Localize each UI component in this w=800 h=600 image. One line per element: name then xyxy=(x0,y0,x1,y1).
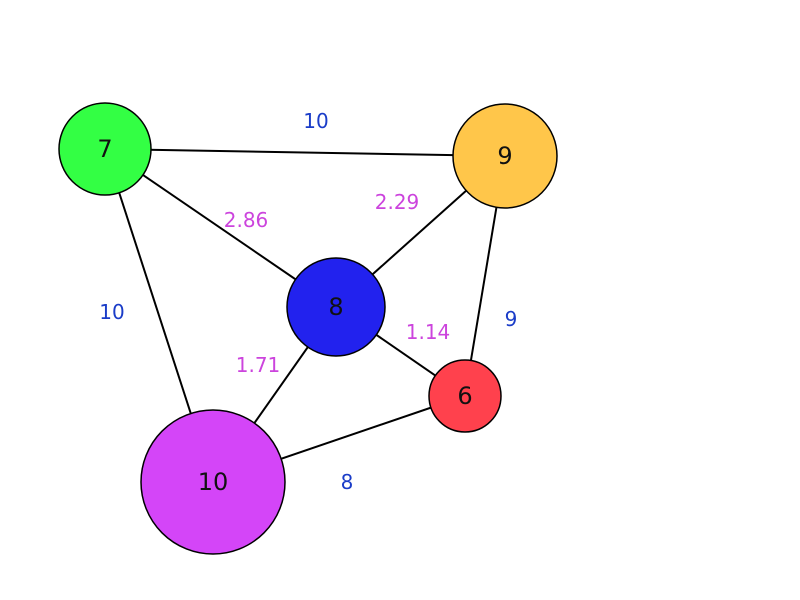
edge-n7-n9 xyxy=(104,148,506,157)
edge-weight-label: 9 xyxy=(505,307,518,331)
node-circle xyxy=(58,102,152,196)
node-label: 7 xyxy=(97,135,112,163)
edge-weight-label: 10 xyxy=(99,300,124,324)
edge-weight-label: 2.86 xyxy=(224,208,269,232)
node-10: 10 xyxy=(140,409,286,555)
node-label: 9 xyxy=(497,142,512,170)
edge-weight-label: 8 xyxy=(341,470,354,494)
node-8: 8 xyxy=(286,257,386,357)
node-7: 7 xyxy=(58,102,152,196)
node-9: 9 xyxy=(452,103,558,209)
node-label: 6 xyxy=(457,382,472,410)
edge-weight-label: 1.71 xyxy=(236,353,281,377)
node-circle xyxy=(428,359,502,433)
edge-labels-layer: 10 10 2.86 2.29 9 1.14 1.71 8 xyxy=(99,109,517,494)
node-label: 8 xyxy=(328,293,343,321)
edge-weight-label: 10 xyxy=(303,109,328,133)
node-circle xyxy=(452,103,558,209)
node-label: 10 xyxy=(198,468,229,496)
nodes-layer: 7 9 8 6 10 xyxy=(58,102,558,555)
edge-weight-label: 2.29 xyxy=(375,190,420,214)
node-circle xyxy=(140,409,286,555)
node-circle xyxy=(286,257,386,357)
node-6: 6 xyxy=(428,359,502,433)
edge-weight-label: 1.14 xyxy=(406,320,451,344)
